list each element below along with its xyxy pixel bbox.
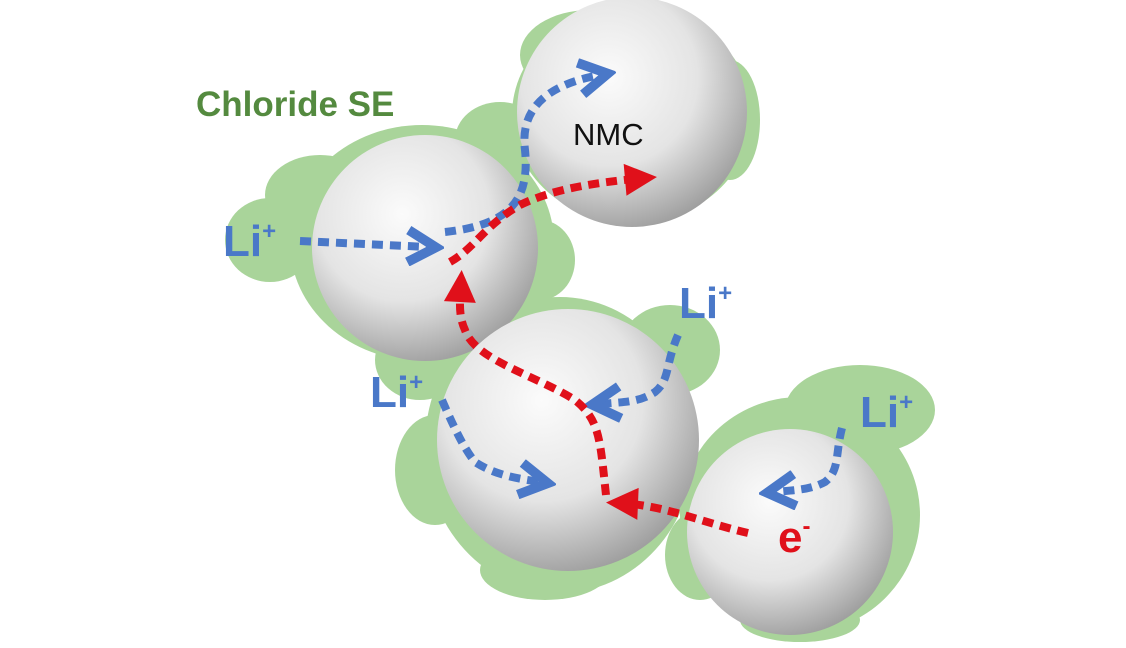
nmc-particle-right <box>687 429 893 635</box>
li-path-right <box>775 426 846 492</box>
electron-path-right <box>606 487 749 537</box>
li-ion-paths <box>299 75 846 492</box>
nmc-particle-center <box>437 309 699 571</box>
li-path-to-top <box>444 75 600 236</box>
li-ion-label-upper-right: Li+ <box>679 279 732 328</box>
nmc-label: NMC <box>573 117 644 152</box>
li-path-left <box>299 241 428 247</box>
chloride-se-title: Chloride SE <box>196 85 394 124</box>
li-ion-label-center-left: Li+ <box>370 368 423 417</box>
electron-paths <box>443 163 749 537</box>
li-ion-label-left: Li+ <box>223 217 276 266</box>
electron-path-to-top <box>447 163 657 266</box>
li-path-center-right <box>600 333 682 404</box>
li-ion-label-right: Li+ <box>860 388 913 437</box>
li-path-center-left <box>438 398 540 482</box>
nmc-particle-top <box>517 0 747 227</box>
electron-label: e- <box>778 513 810 562</box>
electron-path-up <box>443 270 610 496</box>
